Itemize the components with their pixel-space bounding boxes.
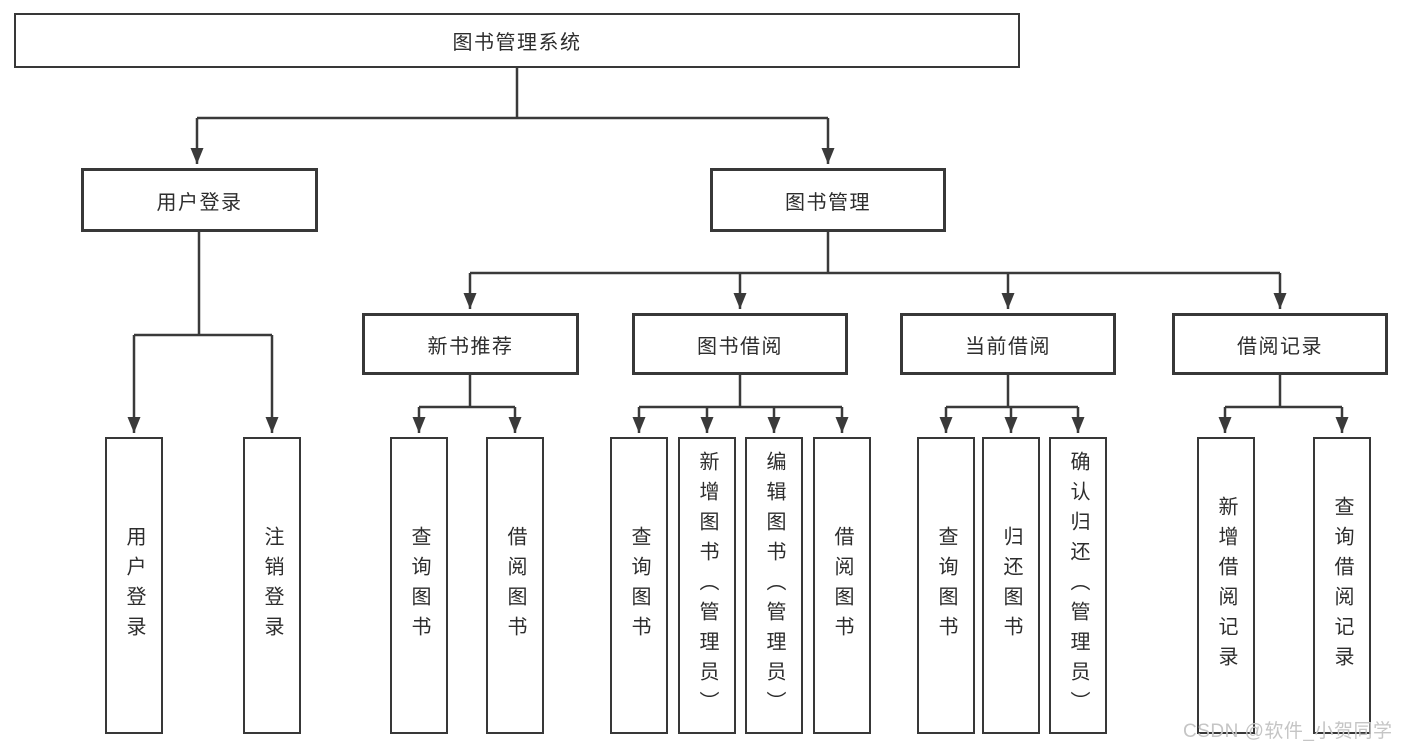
node-system-root: 图书管理系统 (14, 13, 1020, 68)
node-label: 借阅记录 (1237, 335, 1323, 358)
node-label: 借阅图书 (504, 525, 526, 646)
node-new-book-recommend: 新书推荐 (362, 313, 579, 375)
node-label: 注销登录 (261, 525, 283, 646)
node-cb-confirm-return-admin: 确认归还（管理员） (1049, 437, 1107, 734)
node-label: 确认归还（管理员） (1067, 450, 1089, 721)
node-user-login: 用户登录 (81, 168, 318, 232)
node-bb-borrow-books: 借阅图书 (813, 437, 871, 734)
node-login-leaf: 用户登录 (105, 437, 163, 734)
node-nbr-query-books: 查询图书 (390, 437, 448, 734)
node-label: 当前借阅 (965, 335, 1051, 358)
node-label: 用户登录 (123, 525, 145, 646)
node-bb-edit-books-admin: 编辑图书（管理员） (745, 437, 803, 734)
node-cb-return-books: 归还图书 (982, 437, 1040, 734)
watermark: CSDN @软件_小贺同学 (1183, 721, 1393, 742)
node-nbr-borrow-books: 借阅图书 (486, 437, 544, 734)
node-label: 新书推荐 (427, 335, 514, 358)
node-label: 图书借阅 (697, 335, 783, 358)
node-book-management: 图书管理 (710, 168, 946, 232)
node-current-borrow: 当前借阅 (900, 313, 1116, 375)
node-logout-leaf: 注销登录 (243, 437, 301, 734)
node-label: 新增图书（管理员） (696, 450, 718, 721)
node-book-borrow: 图书借阅 (632, 313, 848, 375)
node-cb-query-books: 查询图书 (917, 437, 975, 734)
node-bb-add-books-admin: 新增图书（管理员） (678, 437, 736, 734)
node-borrow-records: 借阅记录 (1172, 313, 1388, 375)
node-label: 查询图书 (628, 525, 650, 646)
node-label: 用户登录 (156, 191, 243, 214)
node-label: 查询借阅记录 (1331, 495, 1353, 676)
node-bb-query-books: 查询图书 (610, 437, 668, 734)
node-label: 借阅图书 (831, 525, 853, 646)
node-label: 图书管理 (785, 191, 871, 214)
node-label: 编辑图书（管理员） (763, 450, 785, 721)
node-br-add-record: 新增借阅记录 (1197, 437, 1255, 734)
node-label: 归还图书 (1000, 525, 1022, 646)
node-label: 新增借阅记录 (1215, 495, 1237, 676)
node-label: 图书管理系统 (452, 32, 582, 54)
node-br-query-record: 查询借阅记录 (1313, 437, 1371, 734)
node-label: 查询图书 (408, 525, 430, 646)
node-label: 查询图书 (935, 525, 957, 646)
